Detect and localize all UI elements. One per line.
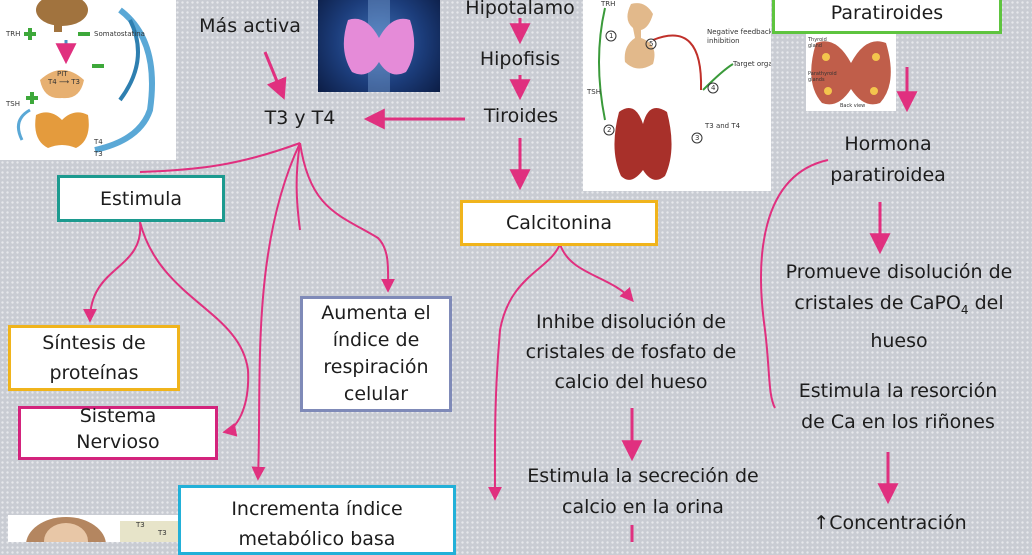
sistema-line-1: Sistema [79,405,157,427]
promueve-line-2a: cristales de CaPO [794,292,961,314]
box-calcitonina-label: Calcitonina [506,212,612,234]
fb-label-tsh: TSH [587,88,601,96]
node-estimula-secrecion: Estimula la secreción de calcio en la or… [513,461,773,523]
fb-label-t3t4: T3 and T4 [705,122,741,130]
inhibe-line-2: cristales de fosfato de [525,341,737,363]
node-hipofisis: Hipofisis [479,48,561,70]
aumenta-line-4: celular [343,383,409,405]
bl-label-t3: T3 [136,521,145,529]
connector-t3t4-estimula [139,142,301,173]
aumenta-line-2: índice de [332,329,420,351]
fb-label-negative: Negative feedback [707,28,771,36]
label-somatostatina: Somatostatina [94,30,145,38]
hpt-axis-drawing [16,0,155,153]
feedback-drawing [598,3,734,180]
resorcion-line-2: de Ca en los riñones [801,411,995,433]
label-tsh: TSH [6,100,20,108]
box-paratiroides: Paratiroides [772,0,1002,34]
secrecion-line-2: calcio en la orina [562,496,724,518]
aumenta-line-1: Aumenta el [321,302,431,324]
label-t4-t3: T4 ⟶ T3 [48,78,80,86]
promueve-line-2: cristales de CaPO4 del [766,288,1032,326]
fb-label-inhibition: inhibition [707,37,740,45]
sintesis-line-1: Síntesis de [42,332,146,354]
label-t4: T4 [94,138,103,146]
fb-num-5: 5 [649,40,654,48]
inhibe-line-3: calcio del hueso [554,371,708,393]
node-concentracion: ↑Concentración [813,512,967,534]
connector-estimula-sistema [139,221,250,437]
connector-t3t4-mid [295,142,301,231]
fb-num-4: 4 [711,84,716,92]
connector-calcitonina-inhibe [559,243,634,303]
connector-calcitonina-left [487,243,561,501]
promueve-line-3: hueso [870,329,928,352]
hpt-axis-figure: TRH Somatostatina PIT T4 ⟶ T3 TSH T4 T3 [0,0,176,160]
connector-hormona-bracket [760,159,829,409]
pt-label-back: Back view [840,103,866,109]
connector-t3t4-aumenta [299,142,396,293]
aumenta-line-3: respiración [323,356,429,378]
node-t3-t4: T3 y T4 [264,107,336,129]
resorcion-line-1: Estimula la resorción [798,380,998,402]
parathyroid-figure: Thyroid gland Parathyroid glands Back vi… [806,33,896,111]
box-paratiroides-label: Paratiroides [830,2,944,24]
box-aumenta: Aumenta el índice de respiración celular [300,296,452,412]
node-inhibe: Inhibe disolución de cristales de fosfat… [500,307,762,397]
promueve-line-2b: del [968,292,1004,314]
connectors-layer [83,18,918,542]
fb-label-trh: TRH [601,0,616,8]
hormona-line-2: paratiroidea [830,164,946,186]
promueve-line-1: Promueve disolución de [785,261,1013,283]
hormona-line-1: Hormona [844,133,932,155]
bottom-left-figure: T3 T3 [8,515,184,542]
label-trh: TRH [6,30,21,38]
parathyroid-drawing [811,41,891,105]
connector-estimula-sintesis [83,221,142,323]
bl-label-t3b: T3 [158,529,167,537]
connector-t3t4-incrementa [251,142,301,481]
feedback-figure: TRH Negative feedback inhibition Target … [583,0,771,191]
thyroid-drawing [343,0,415,92]
secrecion-line-1: Estimula la secreción de [527,465,759,487]
pt-label-gland: gland [808,43,822,49]
node-hipotalamo: Hipotalamo [465,0,575,19]
bottom-left-drawing [26,517,184,542]
node-estimula-resorcion: Estimula la resorción de Ca en los riñon… [780,376,1016,438]
pt-label-parathyroid: Parathyroid [808,71,837,77]
box-calcitonina: Calcitonina [460,200,658,246]
pt-label-thyroid: Thyroid [808,37,827,43]
thyroid-3d-image [318,0,440,92]
box-sistema-nervioso: Sistema Nervioso [18,405,218,460]
label-t3: T3 [94,150,103,158]
sintesis-line-2: proteínas [49,362,139,384]
fb-num-3: 3 [695,134,700,142]
node-mas-activa: Más activa [199,15,301,37]
node-promueve: Promueve disolución de cristales de CaPO… [766,257,1032,357]
node-tiroides: Tiroides [483,105,559,127]
fb-label-target: Target organs [733,60,771,68]
sistema-line-2: Nervioso [76,431,160,453]
arrow-masactiva-t3t4 [263,51,287,100]
fb-num-2: 2 [607,126,612,134]
label-pit: PIT [57,70,68,78]
box-estimula-label: Estimula [99,187,183,210]
node-hormona: Hormona paratiroidea [813,129,963,191]
inhibe-line-1: Inhibe disolución de [535,311,727,333]
incrementa-line-1: Incrementa índice [231,498,403,520]
box-estimula: Estimula [57,175,225,222]
box-sintesis: Síntesis de proteínas [8,325,180,391]
pt-label-glands: glands [808,77,825,83]
incrementa-line-2: metabólico basa [238,528,396,550]
fb-num-1: 1 [609,32,614,40]
promueve-subscript: 4 [960,302,969,317]
box-incrementa: Incrementa índice metabólico basa [178,485,456,555]
